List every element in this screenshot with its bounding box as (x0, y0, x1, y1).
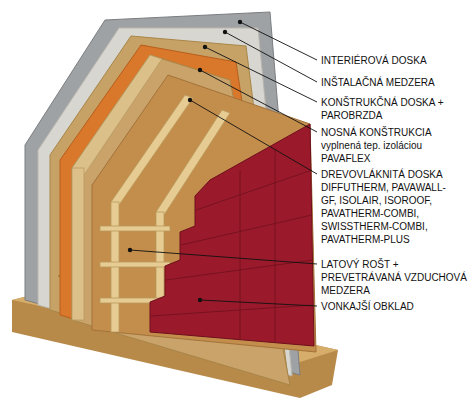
leader-line (190, 100, 317, 174)
leader-line (225, 32, 317, 82)
leader-dot (198, 68, 202, 72)
leader-lines (128, 20, 317, 306)
leader-line (205, 47, 317, 102)
leader-line (130, 250, 317, 264)
wood-fibre-board (92, 75, 316, 352)
part-label: INTERIÉROVÁ DOSKA (321, 54, 471, 67)
leader-dot (198, 298, 202, 302)
leader-line (240, 22, 317, 60)
part-label: INŠTALAČNÁ MEDZERA (321, 76, 471, 89)
part-label: KONŠTRUKČNÁ DOSKA + PAROBRZDA (321, 96, 471, 122)
part-label: VONKAJŠÍ OBKLAD (321, 300, 471, 313)
leader-dot (223, 30, 227, 34)
cladding-joints (151, 150, 313, 342)
leader-line (200, 300, 317, 306)
leader-dot (203, 45, 207, 49)
leader-line (200, 70, 317, 132)
part-label: DREVOVLÁKNITÁ DOSKA DIFFUTHERM, PAVAWALL… (321, 168, 446, 246)
leader-dot (188, 98, 192, 102)
leader-dot (128, 248, 132, 252)
part-label: LATOVÝ ROŠT + PREVETRÁVANÁ VZDUCHOVÁ MED… (321, 258, 471, 297)
leader-dot (238, 20, 242, 24)
cladding (150, 124, 314, 346)
part-label: NOSNÁ KONŠTRUKCIA vyplnená tep. izolácio… (321, 126, 471, 165)
